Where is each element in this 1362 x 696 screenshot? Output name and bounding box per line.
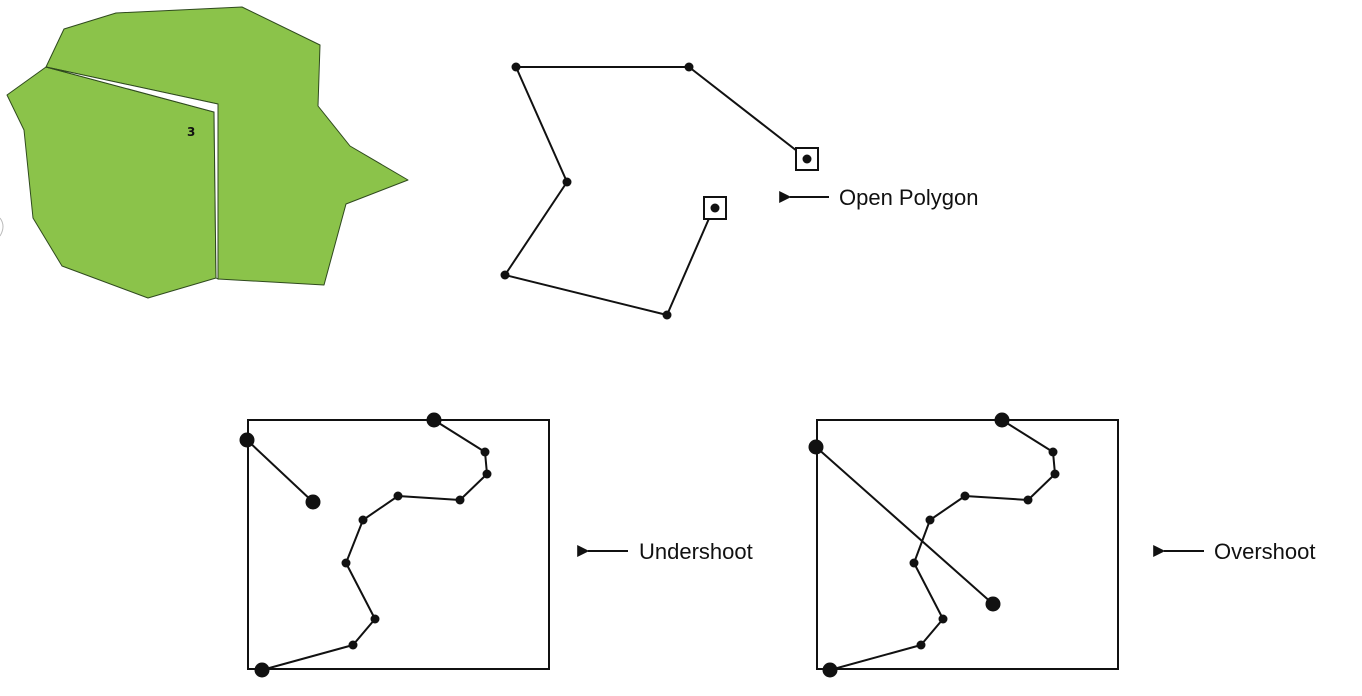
vertex-node [348,640,358,650]
vertex-node [562,177,572,187]
sliver-gap [45,66,219,280]
sliver-polygons-panel [0,6,409,299]
boxed-node-icon [795,147,819,171]
vertex-node [393,491,403,501]
vertex-node [925,515,935,525]
vertex-node [370,614,380,624]
vertex-node [358,515,368,525]
vertex-node [960,491,970,501]
node-large [239,432,255,448]
undershoot-dangling-line [246,439,314,503]
vertex-node [909,558,919,568]
undershoot-frame [247,419,550,670]
open-polygon-panel [500,62,829,320]
vertex-node [480,447,490,457]
overshoot-crossing-line [815,446,994,605]
vertex-node [482,469,492,479]
edge-arc-fragment [0,217,4,237]
boxed-node-icon [703,196,727,220]
vertex-node [500,270,510,280]
vertex-node [1023,495,1033,505]
overshoot-label: Overshoot [1214,539,1316,564]
open-polygon-label: Open Polygon [839,185,979,210]
undershoot-panel [239,412,628,678]
node-large [254,662,270,678]
overshoot-panel [808,412,1204,678]
vertex-node [455,495,465,505]
vertex-node [341,558,351,568]
polygon-label: 3 [187,125,196,139]
node-large [985,596,1001,612]
vertex-node [916,640,926,650]
open-polygon-line [504,66,807,316]
vertex-node [511,62,521,72]
vertex-node [684,62,694,72]
node-large [822,662,838,678]
overshoot-boundary-line [829,419,1056,671]
vertex-node [1048,447,1058,457]
vertex-node [1050,469,1060,479]
overshoot-frame [816,419,1119,670]
node-large [994,412,1010,428]
node-large [426,412,442,428]
vertex-node [938,614,948,624]
undershoot-boundary-line [261,419,488,671]
node-large [305,494,321,510]
node-large [808,439,824,455]
vertex-node [662,310,672,320]
undershoot-label: Undershoot [639,539,753,564]
